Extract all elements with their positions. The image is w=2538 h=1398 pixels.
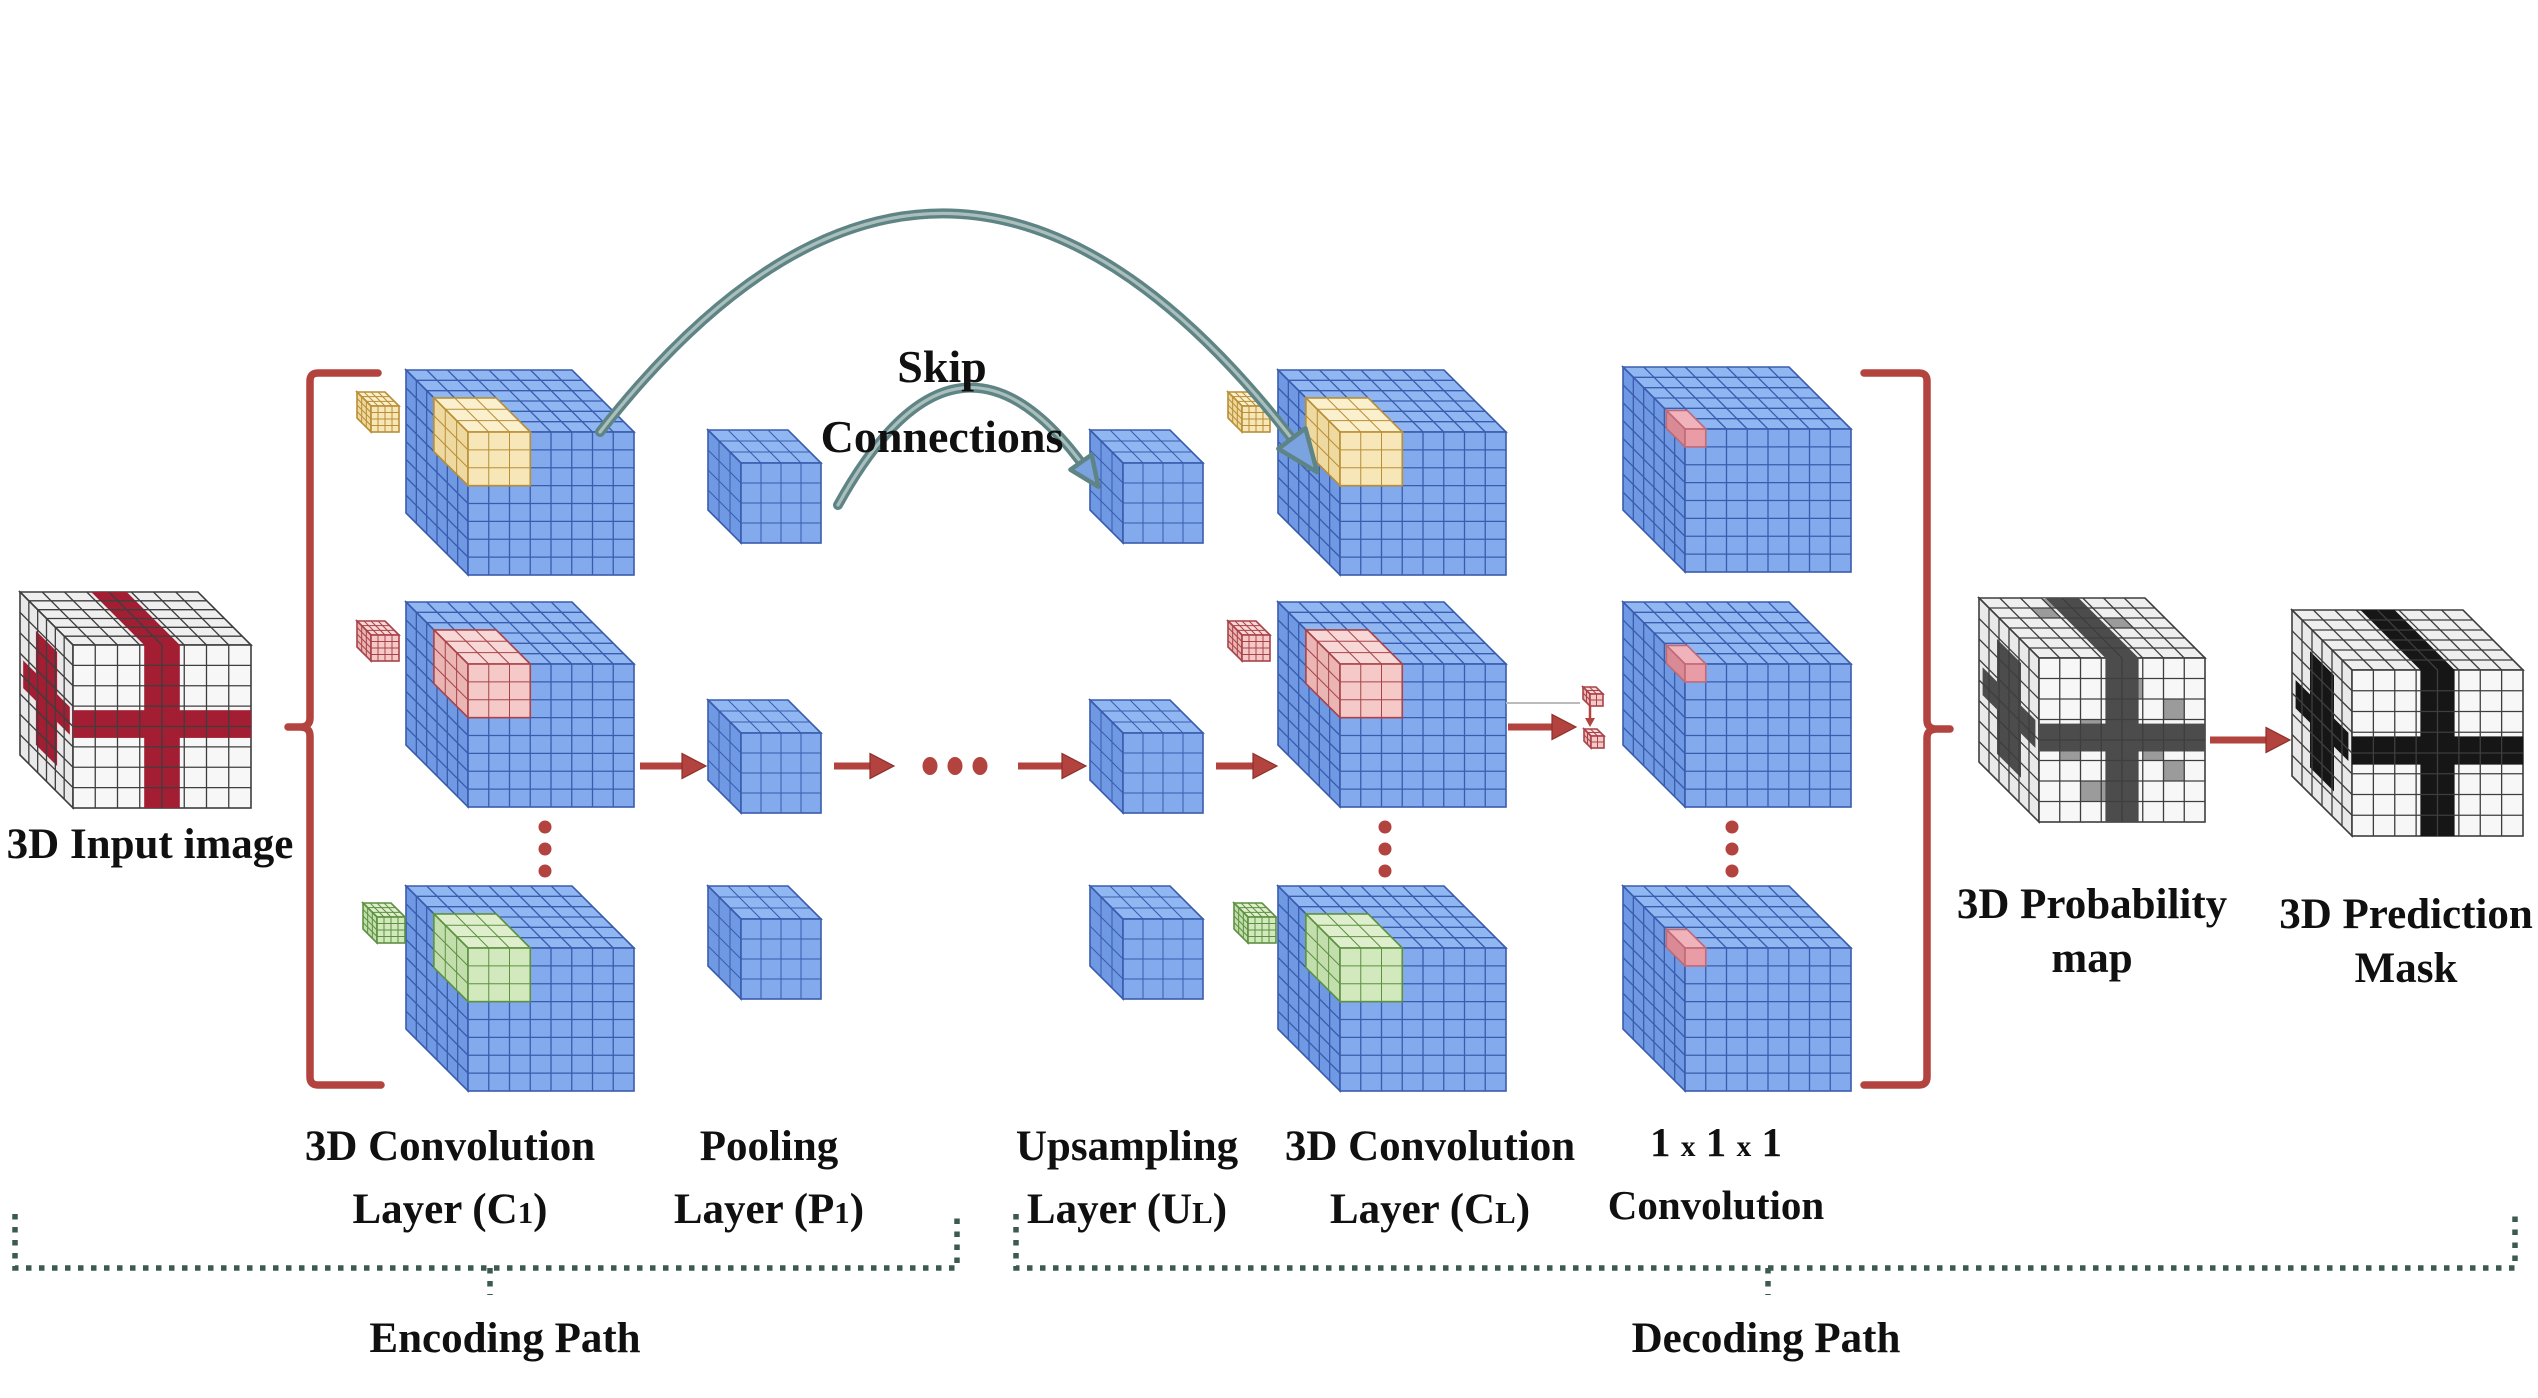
- label-probability: 3D Probability map: [1957, 881, 2228, 982]
- label-conv1-line-2: Layer (C1): [352, 1186, 547, 1233]
- decoder-kernel-green: [1232, 901, 1278, 945]
- upsampling-cube-1: [1088, 428, 1205, 545]
- encoder-conv-cube-2-corner-block: [431, 627, 533, 720]
- label-pooling-line-1: Pooling: [700, 1123, 839, 1170]
- encoder-conv-cube-1: [404, 368, 636, 577]
- one-conv-cube-3: [1621, 884, 1853, 1093]
- label-input: 3D Input image: [7, 821, 294, 868]
- one-conv-cube-3-corner-block: [1664, 927, 1708, 968]
- decoder-conv-cube-3-corner-block: [1303, 911, 1405, 1004]
- encoder-kernel-pink: [355, 619, 401, 663]
- label-convL-line-1: 3D Convolution: [1285, 1123, 1575, 1170]
- label-convL-line-2: Layer (CL): [1330, 1186, 1530, 1233]
- decoder-conv-cube-1: [1276, 368, 1508, 577]
- encoding-path-brace: [12, 1214, 960, 1295]
- arrow-conv1-to-pool: [640, 752, 708, 780]
- one-conv-cube-1: [1621, 365, 1853, 574]
- probability-map-cube: [1977, 596, 2207, 824]
- label-decoding-path-line-1: Decoding Path: [1632, 1315, 1901, 1362]
- label-skip-connections-line-2: Connections: [821, 411, 1064, 462]
- pooling-cube-1: [706, 428, 823, 545]
- input-cube: [18, 590, 253, 810]
- label-mask-line-2: Mask: [2355, 945, 2458, 992]
- decoder-conv-cube-2: [1276, 600, 1508, 809]
- upsampling-cube-3: [1088, 884, 1205, 1001]
- pooling-cube-3: [706, 884, 823, 1001]
- encoder-bracket: [284, 369, 385, 1089]
- one-by-one-kernel-group: [1506, 685, 1606, 750]
- one-conv-cube-2-corner-block: [1664, 643, 1708, 684]
- label-probability-line-2: map: [2051, 935, 2132, 982]
- label-probability-line-1: 3D Probability: [1957, 881, 2228, 928]
- label-decoding-path: Decoding Path: [1632, 1315, 1901, 1362]
- label-encoding-path: Encoding Path: [369, 1315, 640, 1362]
- one-conv-cube-2: [1621, 600, 1853, 809]
- ellipsis-oneconv-column: [1725, 820, 1739, 878]
- arrow-pool-to-dots: [834, 752, 896, 780]
- decoder-kernel-pink: [1226, 619, 1272, 663]
- decoder-conv-cube-1-corner-block: [1303, 395, 1405, 488]
- decoder-bracket: [1860, 369, 1954, 1089]
- label-one-conv: 1 x 1 x 1 Convolution: [1608, 1119, 1825, 1228]
- ellipsis-encoder-column: [538, 820, 552, 878]
- label-skip-connections-line-1: Skip: [897, 341, 987, 392]
- ellipsis-horizontal: [922, 757, 988, 775]
- encoder-kernel-yellow: [355, 390, 401, 434]
- arrow-prob-to-mask: [2210, 726, 2292, 754]
- encoder-conv-cube-3-corner-block: [431, 911, 533, 1004]
- decoder-conv-cube-3: [1276, 884, 1508, 1093]
- skip-connection-arc-small: [833, 382, 1101, 510]
- prediction-mask-cube: [2290, 608, 2525, 838]
- upsampling-cube-2: [1088, 698, 1205, 815]
- label-pooling-line-2: Layer (P1): [674, 1186, 864, 1233]
- pooling-cube-2: [706, 698, 823, 815]
- skip-connection-arc-large: [595, 208, 1320, 475]
- decoder-conv-cube-2-corner-block: [1303, 627, 1405, 720]
- arrow-dots-to-upsample: [1018, 752, 1088, 780]
- encoder-conv-cube-2: [404, 600, 636, 809]
- label-conv1-line-1: 3D Convolution: [305, 1123, 595, 1170]
- encoder-kernel-green: [361, 901, 407, 945]
- label-one-conv-line-1: 1 x 1 x 1: [1650, 1119, 1782, 1165]
- label-encoding-path-line-1: Encoding Path: [369, 1315, 640, 1362]
- arrow-upsample-to-conv: [1216, 752, 1279, 780]
- label-upsampling-line-2: Layer (UL): [1027, 1186, 1227, 1233]
- label-input-line-1: 3D Input image: [7, 821, 294, 868]
- label-upsampling-line-1: Upsampling: [1016, 1123, 1239, 1170]
- one-conv-cube-1-corner-block: [1664, 408, 1708, 449]
- encoder-conv-cube-1-corner-block: [431, 395, 533, 488]
- decoding-path-brace: [1013, 1214, 2518, 1295]
- encoder-conv-cube-3: [404, 884, 636, 1093]
- label-one-conv-line-2: Convolution: [1608, 1182, 1825, 1228]
- ellipsis-decoder-column: [1378, 820, 1392, 878]
- arrow-conv-to-oneconv: [1508, 713, 1578, 741]
- one-by-one-kernel-bottom: [1582, 727, 1606, 750]
- one-by-one-kernel-top: [1581, 685, 1605, 708]
- label-mask-line-1: 3D Prediction: [2279, 891, 2533, 938]
